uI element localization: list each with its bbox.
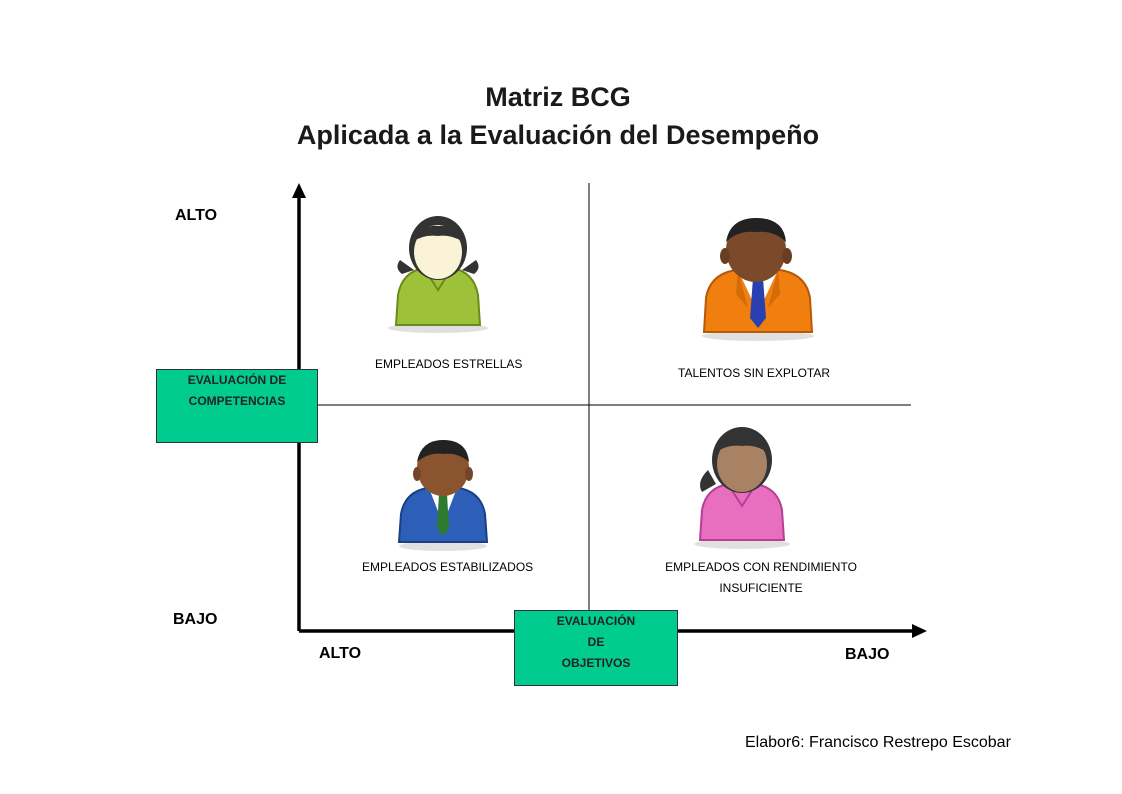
title-line-1: Matriz BCG xyxy=(485,82,631,112)
objetivos-line-2: DE xyxy=(587,635,605,649)
y-axis-arrowhead xyxy=(292,183,306,198)
quadrant-label-bottom-left: EMPLEADOS ESTABILIZADOS xyxy=(362,560,534,574)
title-line-2: Aplicada a la Evaluación del Desempeño xyxy=(296,120,820,150)
x-axis-high-label: ALTO xyxy=(319,645,362,662)
objetivos-box: EVALUACIÓN DE OBJETIVOS xyxy=(514,610,678,686)
y-axis-high-label: ALTO xyxy=(175,207,218,224)
woman-green-sweater-icon xyxy=(388,216,488,333)
quadrant-label-top-right: TALENTOS SIN EXPLOTAR xyxy=(678,366,831,380)
bottom-right-label-line-2: INSUFICIENTE xyxy=(719,581,803,595)
man-blue-suit-icon xyxy=(397,440,489,551)
x-axis-low-label: BAJO xyxy=(845,646,890,663)
objetivos-line-3: OBJETIVOS xyxy=(561,656,631,670)
man-orange-suit-icon xyxy=(702,218,814,341)
objetivos-line-1: EVALUACIÓN xyxy=(556,614,636,628)
x-axis-arrowhead xyxy=(912,624,927,638)
y-axis-low-label: BAJO xyxy=(173,611,218,628)
woman-pink-sweater-icon xyxy=(694,427,790,549)
quadrant-label-top-left: EMPLEADOS ESTRELLAS xyxy=(375,357,523,371)
competencias-line-2: COMPETENCIAS xyxy=(188,394,286,408)
page-title: Matriz BCG Aplicada a la Evaluación del … xyxy=(0,78,1116,154)
credit-text: Elabor6: Francisco Restrepo Escobar xyxy=(745,734,1011,751)
competencias-box: EVALUACIÓN DE COMPETENCIAS xyxy=(156,369,318,443)
quadrant-label-bottom-right: EMPLEADOS CON RENDIMIENTO INSUFICIENTE xyxy=(661,557,861,599)
bottom-right-label-line-1: EMPLEADOS CON RENDIMIENTO xyxy=(665,560,857,574)
competencias-line-1: EVALUACIÓN DE xyxy=(187,373,287,387)
